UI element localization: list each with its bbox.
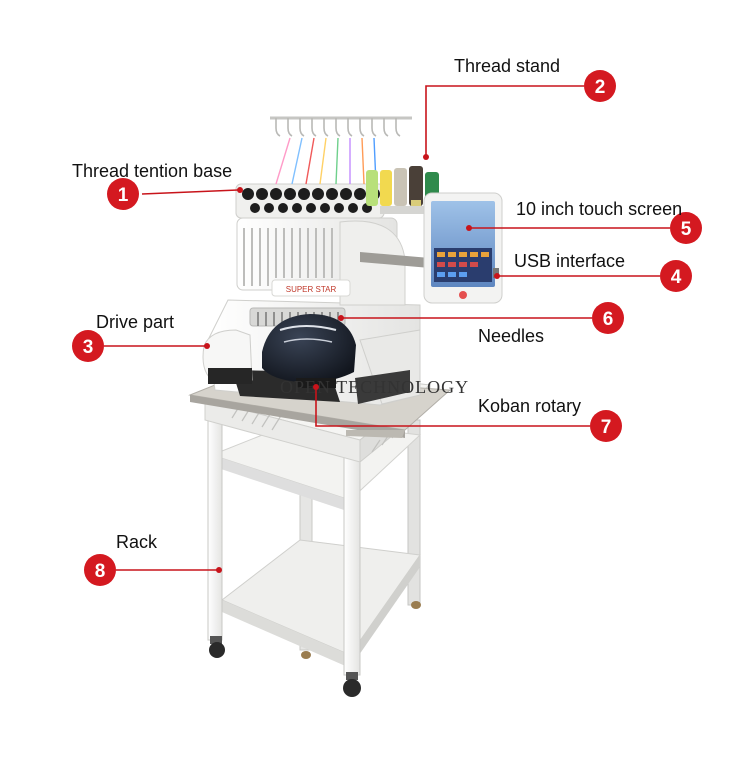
thread-stand [270, 116, 439, 206]
callout-8: 8 Rack [84, 532, 158, 586]
callout-label: 10 inch touch screen [516, 199, 682, 219]
callout-label: Thread stand [454, 56, 560, 76]
callout-badge [592, 302, 624, 334]
usb-port-icon [493, 268, 499, 278]
callout-label: Rack [116, 532, 158, 552]
leader-line-koban [315, 388, 590, 427]
callout-badge [107, 178, 139, 210]
leader-line-thread-tension [141, 189, 239, 195]
caster-wheel [343, 672, 361, 697]
machine-brand: SUPER STAR [286, 285, 337, 294]
callout-7: 7 Koban rotary [478, 396, 622, 442]
callout-label: USB interface [514, 251, 625, 271]
callout-number: 5 [681, 219, 692, 240]
callout-1: 1 Thread tention base [72, 161, 232, 210]
cap [262, 314, 356, 388]
callout-number: 2 [595, 77, 606, 98]
callout-3: 3 Drive part [72, 312, 174, 362]
callout-badge [590, 410, 622, 442]
machine-body: SUPER STAR [207, 183, 440, 406]
callout-label: Drive part [96, 312, 174, 332]
callout-label: Needles [478, 326, 544, 346]
leader-line-thread-stand [425, 85, 584, 156]
touch-screen [423, 192, 503, 304]
drive-part [202, 329, 253, 384]
callout-number: 4 [671, 267, 682, 288]
thread-spools [366, 166, 439, 206]
callout-number: 3 [83, 337, 94, 358]
callout-badge [660, 260, 692, 292]
callout-badge [72, 330, 104, 362]
callout-badge [584, 70, 616, 102]
leader-lines [104, 85, 670, 573]
callout-label: Thread tention base [72, 161, 232, 181]
callout-number: 8 [95, 561, 106, 582]
rack [203, 369, 432, 697]
callout-number: 1 [118, 185, 129, 206]
callout-number: 7 [601, 417, 612, 438]
callout-5: 5 10 inch touch screen [516, 199, 702, 244]
callout-2: 2 Thread stand [454, 56, 616, 102]
callout-6: 6 Needles [478, 302, 624, 346]
callout-number: 6 [603, 309, 614, 330]
callout-badge [84, 554, 116, 586]
caster-wheel [209, 636, 225, 658]
callout-label: Koban rotary [478, 396, 581, 416]
watermark: OPEN TECHNOLOGY [280, 377, 469, 397]
callout-badge [670, 212, 702, 244]
callout-4: 4 USB interface [514, 251, 692, 292]
